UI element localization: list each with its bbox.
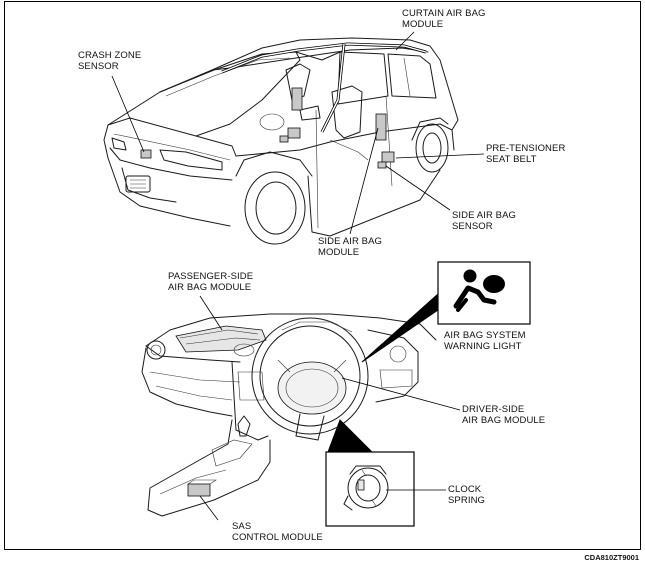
crash-zone-sensor-block: [140, 149, 152, 159]
driver-air-bag-hub: [277, 361, 347, 415]
dashboard-illustration: [141, 313, 437, 517]
figure-code: CDA810ZT9001: [584, 553, 639, 562]
side-air-bag-sensor-block: [377, 161, 387, 169]
clock-spring-callout: [325, 419, 415, 527]
side-air-bag-module-block: [375, 113, 387, 141]
pre-tensioner-block: [381, 151, 395, 163]
air-bag-warning-icon: [453, 269, 505, 312]
diagram-frame: [4, 1, 641, 550]
car-illustration: [103, 37, 459, 245]
steering-wheel-rim: [251, 317, 369, 435]
clock-spring-part: [343, 465, 389, 511]
warning-light-callout: [361, 261, 531, 363]
car-leader-lines: [111, 31, 485, 235]
sas-control-module-block: [187, 483, 211, 497]
passenger-air-bag-lid: [175, 325, 267, 353]
dashboard-leader-lines: [199, 295, 461, 521]
